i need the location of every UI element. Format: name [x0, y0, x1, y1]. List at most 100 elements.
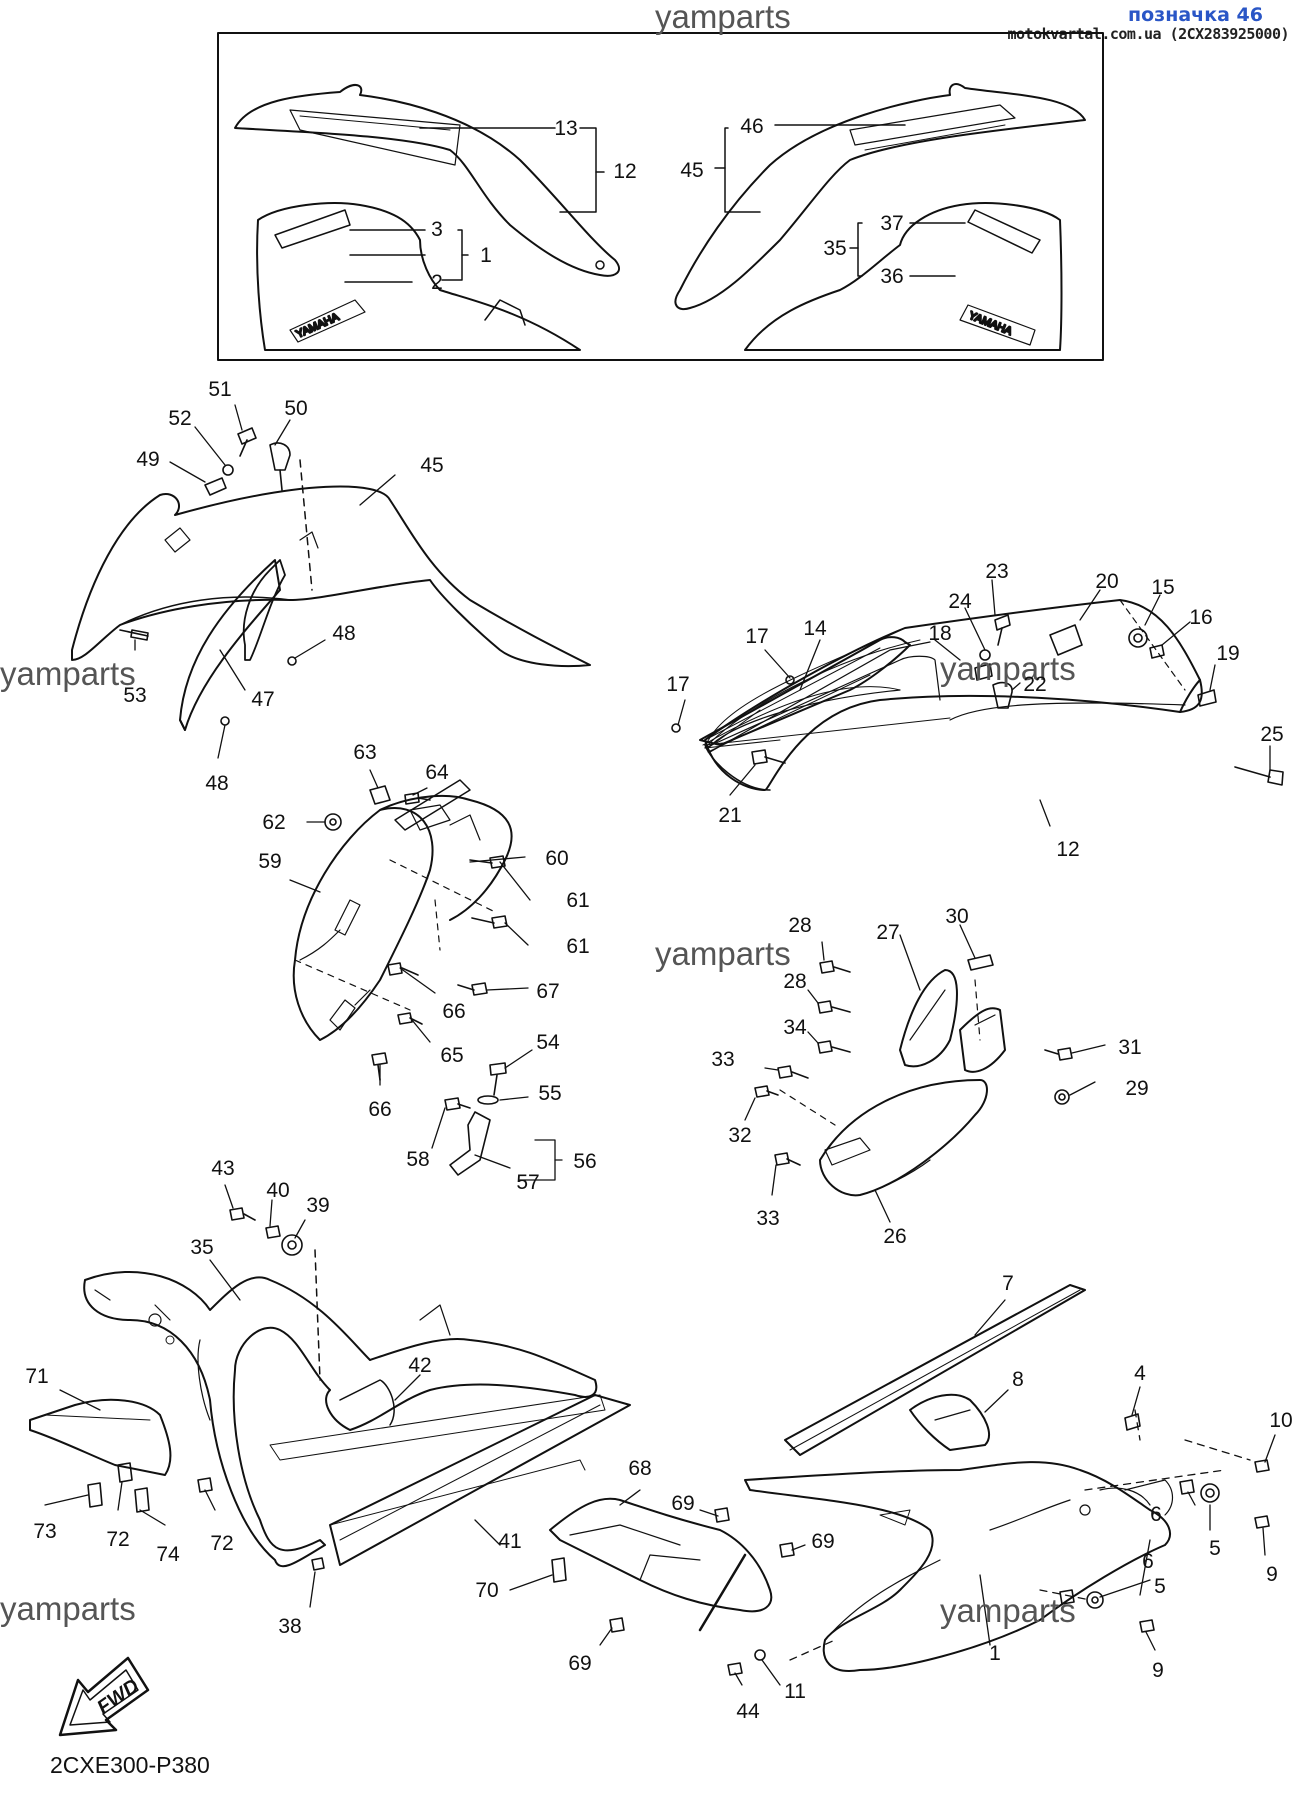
part-number-15: 15: [1151, 576, 1174, 599]
duct-8: [909, 1393, 990, 1451]
part-number-16: 16: [1189, 606, 1212, 629]
inset-frame: [217, 32, 1104, 361]
part-number-6: 6: [1150, 1503, 1162, 1526]
part-number-56: 56: [573, 1150, 596, 1173]
part-number-4: 4: [1134, 1362, 1146, 1385]
duct-59-60-assembly: [292, 779, 513, 1041]
part-number-36: 36: [880, 265, 903, 288]
part-number-69: 69: [811, 1530, 834, 1553]
part-number-21: 21: [718, 804, 741, 827]
part-number-73: 73: [33, 1520, 56, 1543]
part-number-51: 51: [208, 378, 231, 401]
part-number-28: 28: [783, 970, 806, 993]
part-number-9: 9: [1152, 1659, 1164, 1682]
part-number-72: 72: [106, 1528, 129, 1551]
part-number-60: 60: [545, 847, 568, 870]
part-number-9: 9: [1266, 1563, 1278, 1586]
part-number-58: 58: [406, 1148, 429, 1171]
part-number-69: 69: [671, 1492, 694, 1515]
part-number-22: 22: [1023, 673, 1046, 696]
watermark: yamparts: [940, 650, 1076, 687]
watermark: yamparts: [655, 935, 791, 972]
part-number-18: 18: [928, 622, 951, 645]
panel-68: [549, 1497, 773, 1632]
part-number-29: 29: [1125, 1077, 1148, 1100]
cowling-45-assembly: [71, 459, 591, 731]
part-number-46: 46: [740, 115, 763, 138]
part-number-54: 54: [536, 1031, 560, 1054]
cowl-1: [744, 1461, 1174, 1672]
part-number-45: 45: [420, 454, 443, 477]
part-number-31: 31: [1118, 1036, 1141, 1059]
part-number-32: 32: [728, 1124, 751, 1147]
part-number-19: 19: [1216, 642, 1239, 665]
part-number-39: 39: [306, 1194, 329, 1217]
pipe-14: [699, 636, 911, 746]
diagram-code: 2CXE300-P380: [50, 1752, 210, 1778]
part-number-74: 74: [156, 1543, 180, 1566]
part-number-26: 26: [883, 1225, 906, 1248]
part-number-37: 37: [880, 212, 903, 235]
part-number-24: 24: [948, 590, 972, 613]
part-number-72: 72: [210, 1532, 233, 1555]
part-number-50: 50: [284, 397, 307, 420]
part-number-66: 66: [442, 1000, 465, 1023]
watermark: yamparts: [0, 1590, 136, 1627]
fasteners: [87, 427, 1284, 1676]
part-number-38: 38: [278, 1615, 301, 1638]
part-number-35: 35: [190, 1236, 213, 1259]
part-labels: 1455667899101112141516171718192021222324…: [25, 378, 1292, 1723]
part-number-12: 12: [1056, 838, 1079, 861]
part-number-7: 7: [1002, 1272, 1014, 1295]
cowl-35-assembly: [83, 1249, 606, 1568]
part-number-67: 67: [536, 980, 559, 1003]
part-number-45: 45: [680, 159, 703, 182]
cover-7: [784, 1284, 1086, 1456]
part-number-41: 41: [498, 1530, 521, 1553]
part-number-23: 23: [985, 560, 1008, 583]
part-number-11: 11: [784, 1680, 806, 1703]
watermark: yamparts: [0, 655, 136, 692]
part-number-35: 35: [823, 237, 846, 260]
part-number-17: 17: [745, 625, 768, 648]
part-number-61: 61: [566, 935, 589, 958]
part-number-8: 8: [1012, 1368, 1024, 1391]
part-number-1: 1: [480, 244, 492, 267]
cowling-12-assembly: [702, 599, 1203, 791]
part-number-6: 6: [1142, 1550, 1154, 1573]
part-number-66: 66: [368, 1098, 391, 1121]
part-number-63: 63: [353, 741, 376, 764]
part-number-68: 68: [628, 1457, 651, 1480]
part-number-57: 57: [516, 1171, 539, 1194]
part-number-34: 34: [783, 1016, 807, 1039]
part-number-40: 40: [266, 1179, 289, 1202]
part-number-48: 48: [332, 622, 355, 645]
part-number-1: 1: [989, 1642, 1001, 1665]
part-number-52: 52: [168, 407, 191, 430]
cover-41: [329, 1394, 631, 1566]
part-number-2: 2: [431, 271, 443, 294]
part-number-49: 49: [136, 448, 159, 471]
inset-right-upper-cowl: [674, 83, 1086, 310]
part-number-5: 5: [1154, 1575, 1166, 1598]
watermark: yamparts: [655, 0, 791, 35]
part-number-27: 27: [876, 921, 899, 944]
part-number-20: 20: [1095, 570, 1118, 593]
watermark: yamparts: [940, 1592, 1076, 1629]
panel-71: [29, 1398, 172, 1476]
reference-link[interactable]: позначка 46: [1128, 4, 1263, 26]
part-number-42: 42: [408, 1354, 431, 1377]
part-number-13: 13: [554, 117, 577, 140]
part-number-59: 59: [258, 850, 281, 873]
fwd-arrow-icon: [58, 1656, 150, 1737]
part-number-5: 5: [1209, 1537, 1221, 1560]
part-number-12: 12: [613, 160, 636, 183]
part-number-14: 14: [803, 617, 827, 640]
inset-left-lower-cowl: YAMAHA: [256, 202, 581, 351]
part-number-65: 65: [440, 1044, 463, 1067]
part-number-17: 17: [666, 673, 689, 696]
duct-26-27-assembly: [779, 969, 1006, 1197]
part-number-25: 25: [1260, 723, 1283, 746]
